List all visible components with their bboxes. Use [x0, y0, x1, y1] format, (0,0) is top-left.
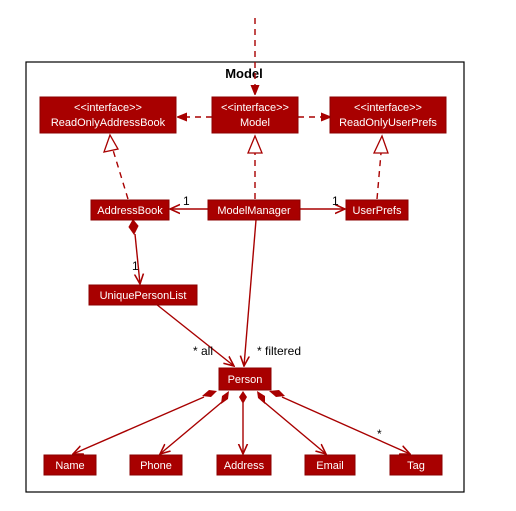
readonlyuserprefs-interface[interactable]: <<interface>> ReadOnlyUserPrefs	[329, 96, 447, 134]
userprefs-realizes-edge	[376, 152, 382, 200]
model-stereotype: <<interface>>	[221, 102, 289, 114]
person-name-label: Person	[228, 374, 263, 386]
userprefs-class[interactable]: UserPrefs	[345, 199, 409, 221]
readonlyaddressbook-stereotype: <<interface>>	[74, 102, 142, 114]
uniquepersonlist-class[interactable]: UniquePersonList	[88, 284, 198, 306]
addressbook-realizes-edge	[112, 149, 129, 200]
person-phone-diamond	[221, 391, 229, 404]
uniquepersonlist-name: UniquePersonList	[100, 290, 187, 302]
modelmanager-realization-triangle	[247, 134, 263, 154]
modelmanager-name: ModelManager	[217, 205, 291, 217]
readonlyuserprefs-name: ReadOnlyUserPrefs	[339, 117, 437, 129]
person-email-edge	[263, 401, 326, 454]
all-multiplicity: * all	[193, 344, 213, 358]
userprefs-name: UserPrefs	[353, 205, 402, 217]
addressbook-name: AddressBook	[97, 205, 163, 217]
person-address-diamond	[239, 391, 247, 404]
model-package-frame	[25, 61, 465, 493]
model-name: Model	[240, 117, 270, 129]
modelmanager-person-edge	[244, 219, 257, 366]
address-class[interactable]: Address	[216, 454, 272, 476]
person-email-diamond	[257, 391, 265, 404]
package-title: Model	[225, 66, 263, 81]
userprefs-multiplicity: 1	[332, 194, 339, 208]
person-tag-diamond	[269, 390, 285, 397]
email-class-label: Email	[316, 460, 344, 472]
person-name-edge	[73, 396, 205, 454]
address-class-label: Address	[224, 460, 265, 472]
uniquepersonlist-multiplicity: 1	[132, 259, 139, 273]
name-class[interactable]: Name	[43, 454, 97, 476]
addressbook-uniquepersonlist-edge	[135, 233, 140, 284]
email-class[interactable]: Email	[304, 454, 356, 476]
person-name-diamond	[202, 390, 217, 397]
tag-class[interactable]: Tag	[389, 454, 443, 476]
phone-class[interactable]: Phone	[129, 454, 183, 476]
readonlyaddressbook-name: ReadOnlyAddressBook	[51, 117, 166, 129]
readonlyuserprefs-stereotype: <<interface>>	[354, 102, 422, 114]
addressbook-composition-diamond	[128, 219, 139, 235]
userprefs-realization-triangle	[372, 134, 389, 154]
person-tag-edge	[281, 396, 410, 454]
tag-class-label: Tag	[407, 460, 425, 472]
tag-multiplicity: *	[377, 427, 382, 441]
name-class-label: Name	[55, 460, 84, 472]
phone-class-label: Phone	[140, 460, 172, 472]
addressbook-realization-triangle	[103, 133, 120, 153]
addressbook-class[interactable]: AddressBook	[90, 199, 170, 221]
addressbook-multiplicity: 1	[183, 194, 190, 208]
model-interface[interactable]: <<interface>> Model	[211, 96, 299, 134]
uniquepersonlist-person-edge	[155, 303, 234, 366]
filtered-multiplicity: * filtered	[257, 344, 301, 358]
person-class[interactable]: Person	[218, 367, 272, 391]
readonlyaddressbook-interface[interactable]: <<interface>> ReadOnlyAddressBook	[39, 96, 177, 134]
modelmanager-class[interactable]: ModelManager	[207, 199, 301, 221]
person-phone-edge	[160, 401, 223, 454]
